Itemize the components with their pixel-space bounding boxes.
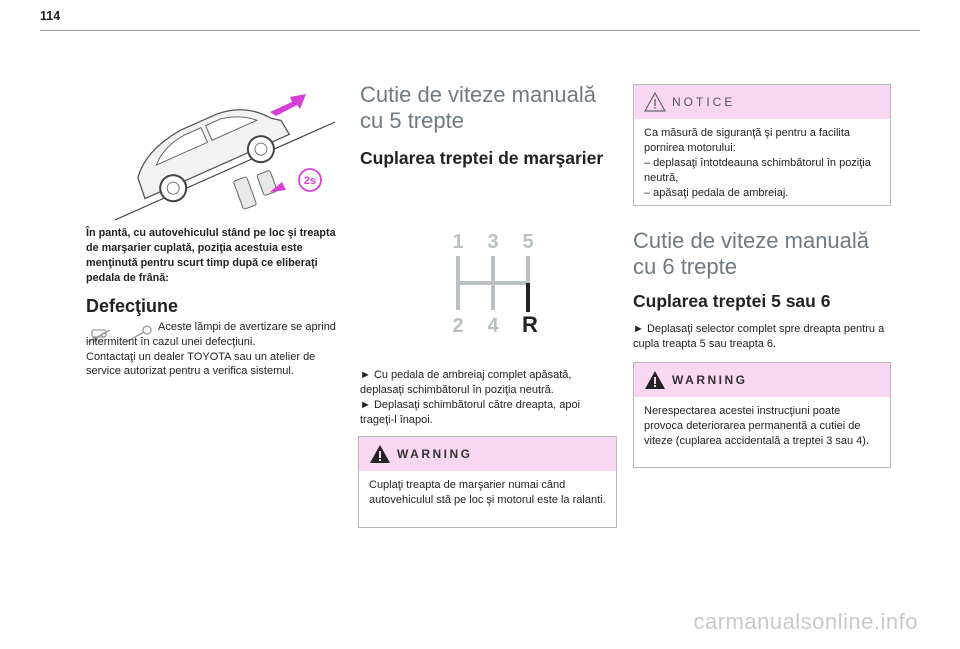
manual-6-speed-heading: Cutie de viteze manuală cu 6 trepte [633, 228, 870, 279]
gear-label-reverse: R [522, 312, 538, 337]
gear-label-1: 1 [452, 231, 463, 253]
timer-label: 2s [304, 175, 316, 187]
notice-line-3: – apăsaţi pedala de ambreiaj. [644, 187, 789, 199]
notice-header: NOTICE [634, 85, 890, 119]
warning-box-6-speed: WARNING Nerespectarea acestei instrucţiu… [633, 362, 891, 468]
reverse-step-2: ► Deplasaţi schimbătorul către dreapta, … [360, 399, 580, 426]
reverse-gear-subheading: Cuplarea treptei de marşarier [360, 148, 604, 168]
warning-text: Cuplaţi treapta de marşarier numai când … [369, 479, 606, 506]
slope-caption: În pantă, cu autovehiculul stând pe loc … [86, 227, 336, 284]
page-number: 114 [40, 9, 61, 23]
car-on-slope-illustration: 2s [114, 94, 336, 221]
warning-triangle-icon [645, 371, 665, 389]
header-divider [40, 30, 920, 31]
defect-text-line-1: Aceste lămpi de avertizare se aprind int… [86, 321, 336, 348]
gear-5-6-step: ► Deplasaţi selector complet spre dreapt… [633, 323, 885, 350]
notice-label: NOTICE [672, 95, 736, 109]
notice-box: NOTICE Ca măsură de siguranţă şi pentru … [633, 84, 891, 206]
gear-pattern-5-speed-icon: 1 3 5 2 4 R [452, 231, 538, 337]
notice-triangle-icon [644, 92, 666, 112]
warning-label: WARNING [672, 373, 748, 387]
gear-label-3: 3 [487, 231, 498, 253]
reverse-step-1: ► Cu pedala de ambreiaj complet apăsată,… [360, 369, 572, 396]
hill-start-icon [87, 329, 111, 343]
warning-box-reverse: WARNING Cuplaţi treapta de marşarier num… [358, 436, 617, 528]
warning-triangle-icon [370, 445, 390, 463]
gear-label-4: 4 [487, 315, 499, 337]
service-wrench-icon [125, 325, 152, 343]
gear-5-6-subheading: Cuplarea treptei 5 sau 6 [633, 291, 831, 311]
warning-header: WARNING [359, 437, 616, 471]
notice-line-2: – deplasaţi întotdeauna schimbătorul în … [644, 157, 871, 184]
watermark: carmanualsonline.info [693, 609, 918, 634]
gear-label-5: 5 [522, 231, 533, 253]
defect-text-line-2: Contactaţi un dealer TOYOTA sau un ateli… [86, 350, 316, 378]
defect-description: Aceste lămpi de avertizare se aprind int… [86, 320, 344, 379]
notice-body: Ca măsură de siguranţă şi pentru a facil… [634, 119, 890, 209]
notice-line-1: Ca măsură de siguranţă şi pentru a facil… [644, 127, 851, 154]
warning-lamps-icons [87, 325, 152, 343]
warning-header: WARNING [634, 363, 890, 397]
gear-label-2: 2 [452, 315, 463, 337]
warning-label: WARNING [397, 447, 473, 461]
defect-heading: Defecţiune [86, 296, 179, 316]
manual-5-speed-heading: Cutie de viteze manuală cu 5 trepte [360, 82, 597, 133]
warning-text: Nerespectarea acestei instrucţiuni poate… [644, 405, 870, 447]
